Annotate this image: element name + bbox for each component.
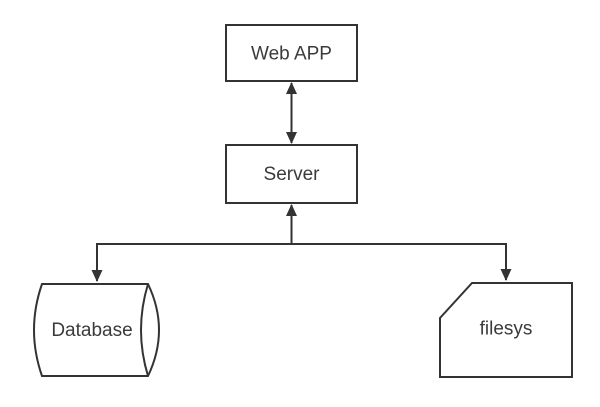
node-server: Server [225,144,358,204]
edge-server-branch [91,204,512,282]
web-app-box [225,24,358,82]
filesys-card-shape [439,282,573,378]
node-filesys: filesys [439,282,573,378]
branch-to-filesys-line [291,243,512,281]
filesys-label: filesys [480,319,533,340]
database-label: Database [51,320,132,341]
database-cylinder-inner-arc [140,283,149,377]
server-label: Server [264,164,321,185]
server-box [225,144,358,204]
node-web-app: Web APP [225,24,358,82]
branch-to-database-line [91,243,292,282]
web-app-label: Web APP [251,44,332,65]
node-database: Database [33,283,160,377]
